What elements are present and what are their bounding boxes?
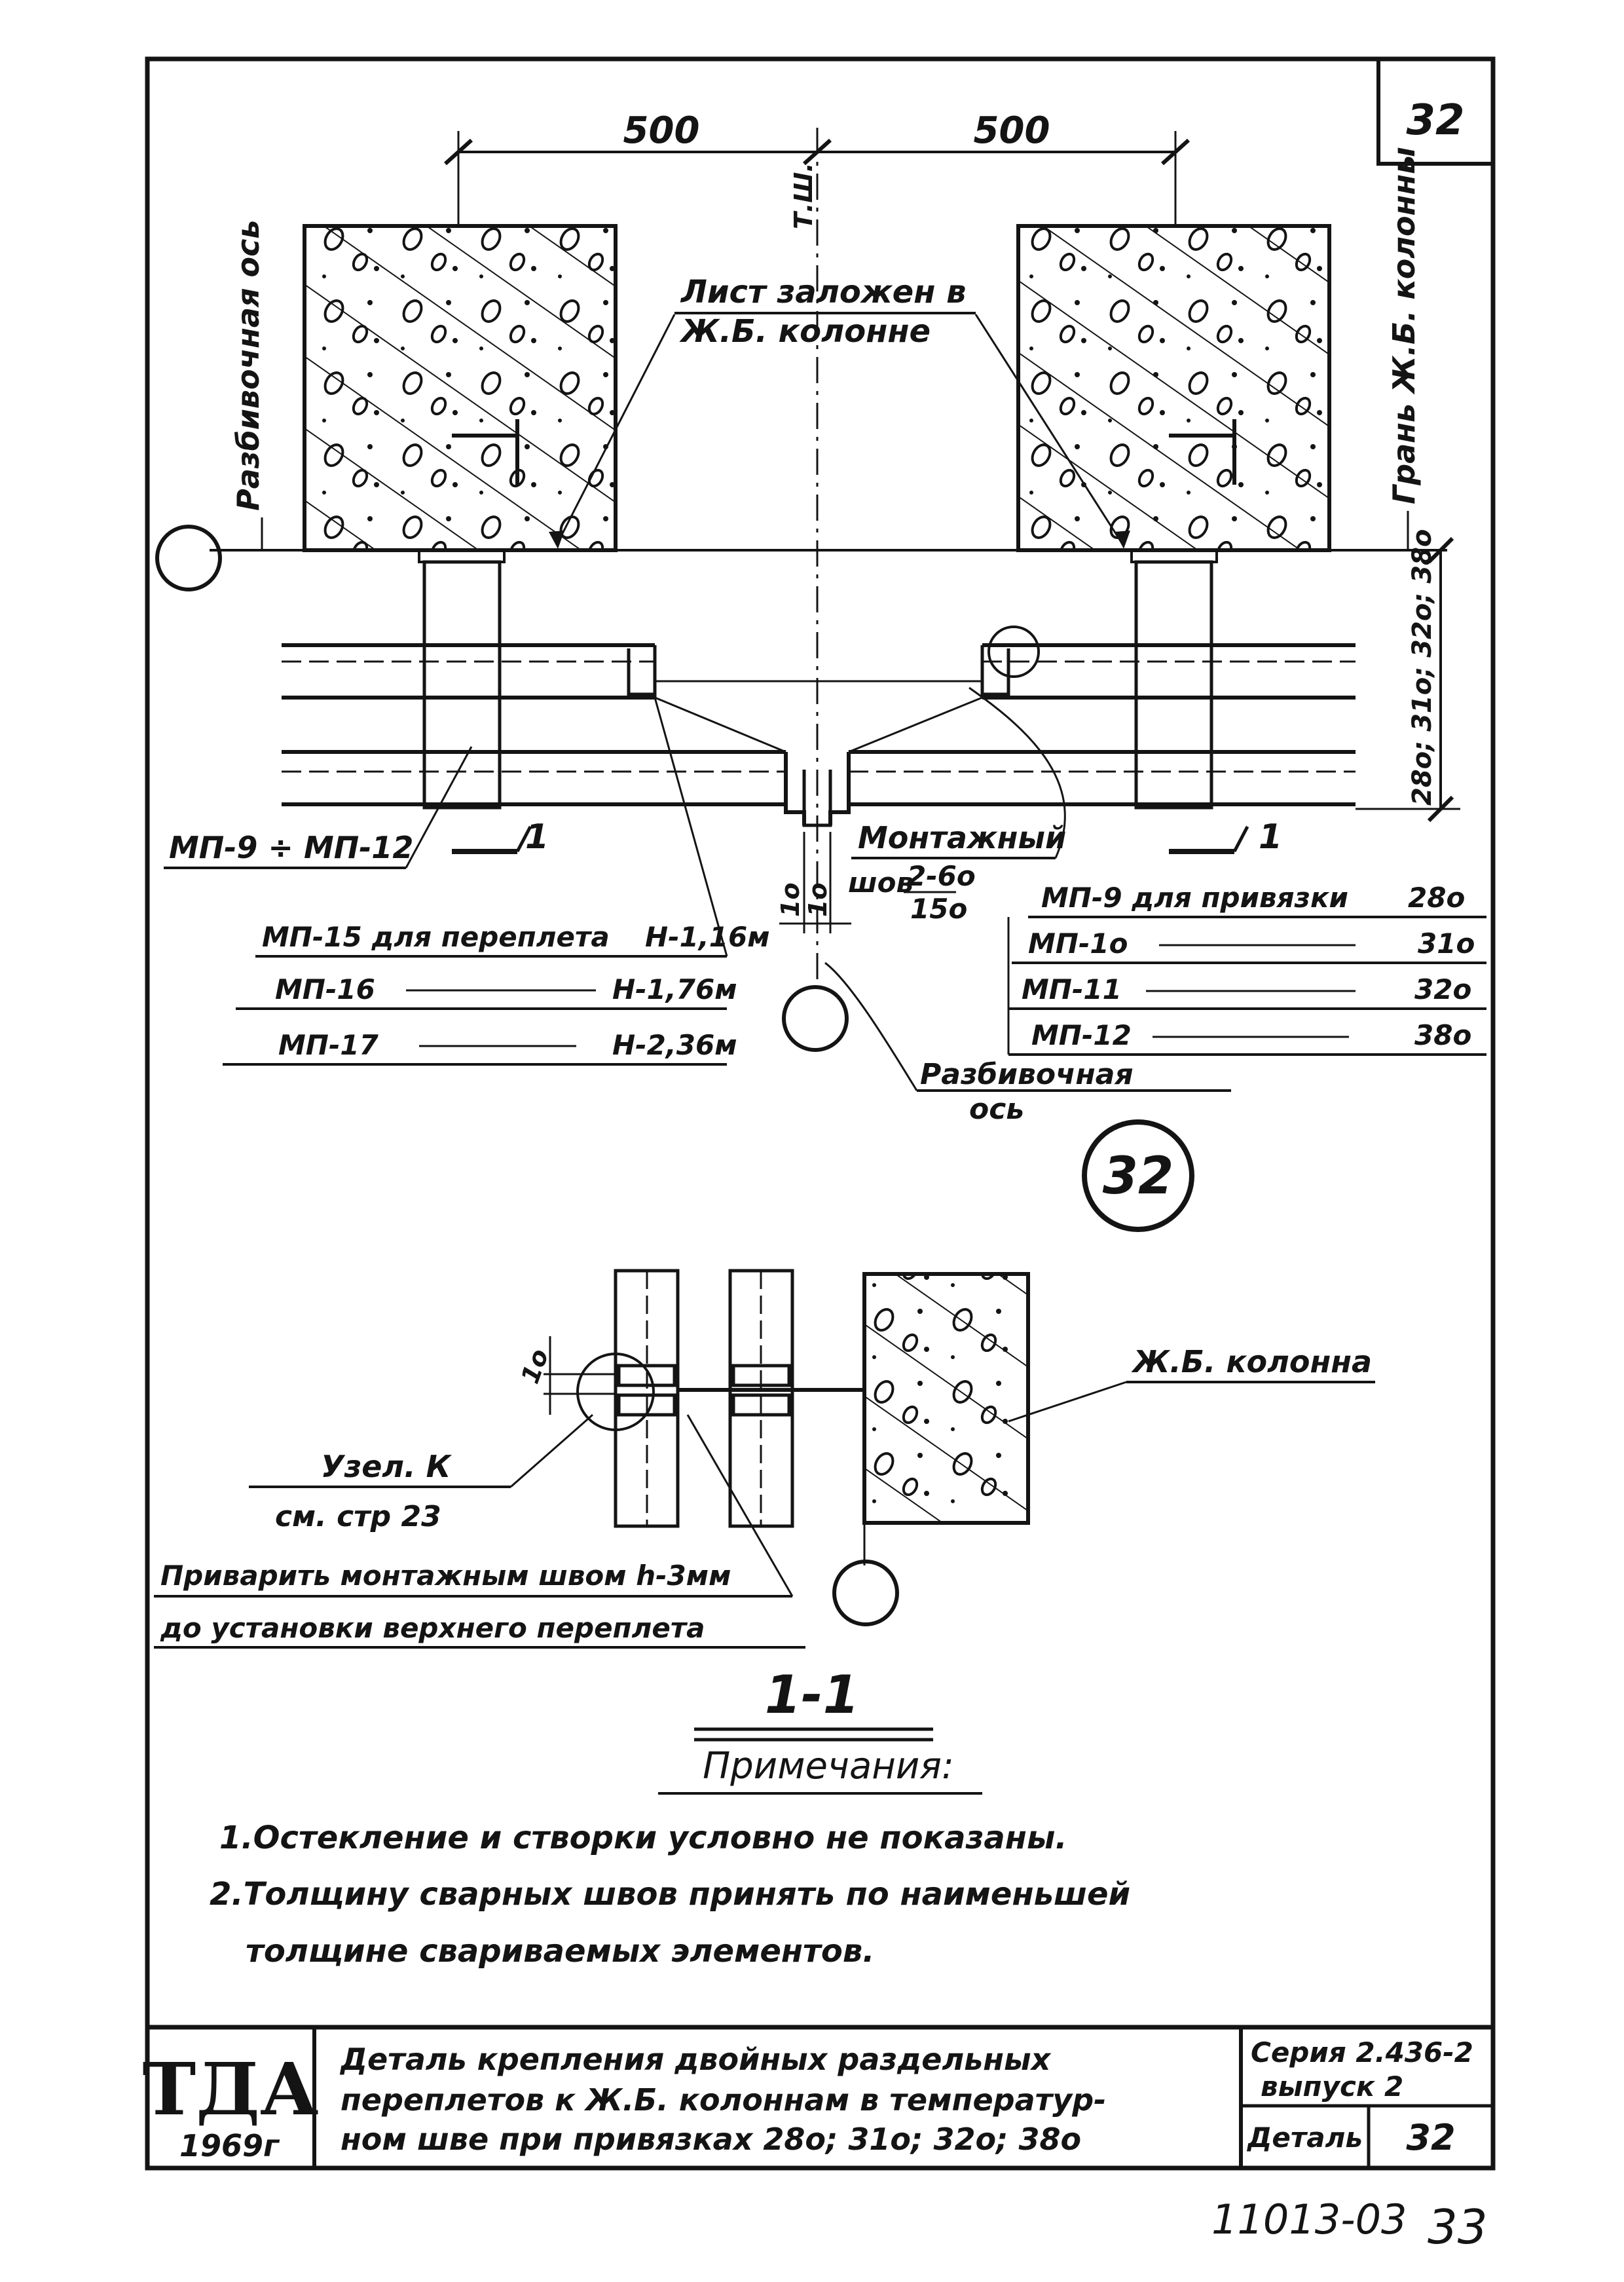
notes-heading: Примечания: [703, 1745, 954, 1787]
weld-num: 2-6о [907, 860, 976, 892]
weld-note-line2: до установки верхнего переплета [160, 1612, 705, 1644]
mp-right-row-1-value: 28о [1408, 882, 1465, 914]
section-mark-right: 1 [1259, 817, 1282, 857]
frame-lower [282, 696, 1356, 827]
section-axis-bubble [832, 1560, 899, 1626]
plan-view: 500 500 Т.Ш. Разбивочная ось Грань Ж.Б. … [155, 109, 1486, 1126]
node-circle [576, 1353, 655, 1431]
gap-right: 1о [803, 882, 832, 917]
page-number: 33 [1428, 2199, 1488, 2254]
section-title: 1-1 [765, 1664, 860, 1725]
detail-value: 32 [1406, 2117, 1455, 2158]
year: 1969г [179, 2128, 280, 2163]
mullion-left [422, 560, 502, 810]
section-column [862, 1272, 1030, 1525]
node-label: Узел. К [321, 1449, 452, 1484]
mullion-right [1134, 560, 1213, 810]
detail-circle [1082, 1119, 1194, 1232]
detail-circle-number: 32 [1103, 1147, 1174, 1206]
sheet-number-box [1376, 57, 1495, 166]
series: Серия 2.436-2 [1251, 2036, 1473, 2068]
dim-left-500: 500 [623, 109, 700, 152]
weld-den: 15о [910, 893, 967, 925]
mp-left-row-3-mark: МП-17 [278, 1029, 379, 1061]
mp-left-row-2-mark: МП-16 [275, 973, 375, 1005]
weld-label: шов [848, 867, 913, 899]
weld-note-line1: Приварить монтажным швом h-3мм [160, 1560, 731, 1592]
detail-label: Деталь [1246, 2122, 1363, 2154]
title-line1: Деталь крепления двойных раздельных [339, 2042, 1052, 2077]
title-line2: переплетов к Ж.Б. колоннам в температур- [341, 2082, 1106, 2118]
mp-table-left: МП-15 для переплета Н-1,16м МП-16 Н-1,76… [223, 697, 770, 1066]
mp-right-row-4-value: 38о [1414, 1019, 1471, 1051]
note-1: 1.Остекление и створки условно не показа… [219, 1820, 1067, 1856]
issue: выпуск 2 [1261, 2070, 1403, 2103]
mp-right-row-1-mark: МП-9 для привязки [1041, 882, 1348, 914]
sheet-code: 11013-03 [1211, 2196, 1407, 2243]
temp-joint-label: Т.Ш. [789, 162, 818, 229]
mp-left-row-2-height: Н-1,76м [612, 973, 737, 1005]
section-column-label: Ж.Б. колонна [1131, 1344, 1372, 1379]
mp-right-row-3-value: 32о [1414, 973, 1471, 1005]
embedded-sheet-line1: Лист заложен в [680, 274, 966, 310]
mp-right-row-2-value: 31о [1418, 927, 1475, 960]
section-1-1: 1о Ж.Б. колонна Узел. К см. стр 23 Прива… [154, 1269, 1375, 1742]
note-2: 2.Толщину сварных швов принять по наимен… [210, 1876, 1130, 1913]
axis-bubble-left [155, 525, 222, 591]
node-ref: см. стр 23 [275, 1500, 441, 1533]
mp-right-row-4-mark: МП-12 [1031, 1019, 1132, 1051]
mp-left-row-1-mark: МП-15 для переплета [262, 921, 610, 953]
section-dim-10: 1о [515, 1345, 554, 1387]
axis-bottom-line2: ось [969, 1093, 1024, 1126]
embedded-sheet-line2: Ж.Б. колонне [679, 313, 931, 350]
montage-label: Монтажный [858, 820, 1066, 855]
axis-bottom-line1: Разбивочная [920, 1058, 1134, 1091]
title-block: ТДА 1969г Деталь крепления двойных разде… [142, 2025, 1493, 2168]
mp-left-row-1-height: Н-1,16м [645, 921, 770, 953]
mp-right-row-3-mark: МП-11 [1022, 973, 1122, 1005]
sheet-number: 32 [1406, 96, 1464, 145]
dim-right-500: 500 [974, 109, 1050, 152]
vertical-dims: 28о; 31о; 32о; 38о [1407, 529, 1437, 806]
mp-left-label: МП-9 ÷ МП-12 [169, 830, 413, 865]
axis-bubble-bottom [782, 985, 849, 1052]
mp-table-right: МП-9 для привязки 28о МП-1о 31о МП-11 32… [1007, 882, 1486, 1056]
frame-upper [282, 626, 1356, 700]
sheet-frame [145, 56, 1496, 2171]
column-face-label: Грань Ж.Б. колонны [1386, 147, 1422, 504]
title-line3: ном шве при привязках 28о; 31о; 32о; 38о [341, 2122, 1081, 2157]
notes: Примечания: 1.Остекление и створки услов… [210, 1745, 1130, 1970]
mp-right-row-2-mark: МП-1о [1028, 927, 1128, 960]
logo: ТДА [142, 2047, 318, 2131]
section-mark-left: 1 [525, 817, 549, 857]
mp-left-row-3-height: Н-2,36м [612, 1029, 737, 1061]
axis-left-label: Разбивочная ось [231, 220, 266, 511]
note-3: толщине свариваемых элементов. [246, 1933, 874, 1970]
gap-left: 1о [776, 882, 805, 917]
